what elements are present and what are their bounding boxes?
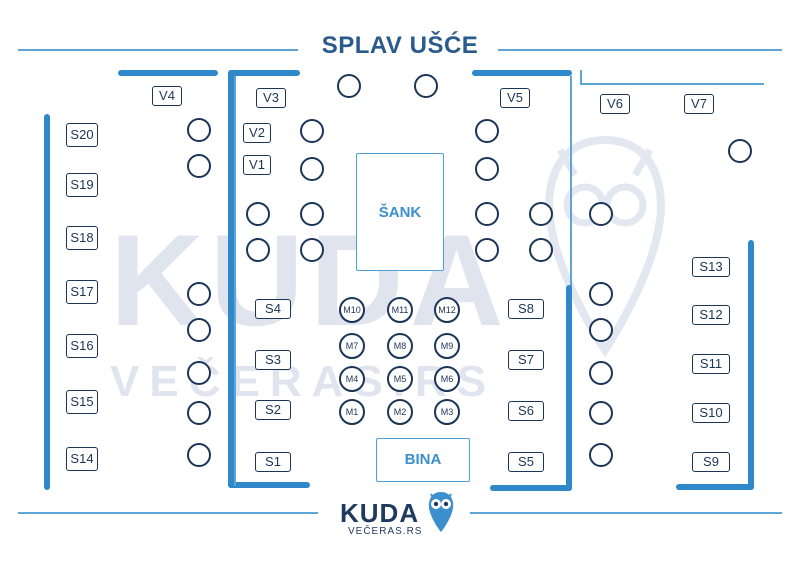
- wall-right-top-line: [580, 83, 764, 85]
- table-m10[interactable]: M10: [339, 297, 365, 323]
- round-table[interactable]: [300, 238, 324, 262]
- stage-area: BINA: [376, 438, 470, 482]
- round-table[interactable]: [300, 119, 324, 143]
- round-table[interactable]: [187, 443, 211, 467]
- round-table[interactable]: [246, 238, 270, 262]
- watermark-site: VEČERAS.RS: [110, 357, 497, 406]
- table-s4[interactable]: S4: [255, 299, 291, 319]
- watermark-kuda: KUDA: [110, 207, 510, 353]
- footer-line-left: [18, 512, 318, 514]
- table-m12[interactable]: M12: [434, 297, 460, 323]
- table-s9[interactable]: S9: [692, 452, 730, 472]
- table-m6[interactable]: M6: [434, 366, 460, 392]
- wall-inner-left-vertical: [228, 70, 234, 488]
- wall-top-right: [472, 70, 572, 76]
- round-table[interactable]: [187, 318, 211, 342]
- table-s20[interactable]: S20: [66, 123, 98, 147]
- table-v4[interactable]: V4: [152, 86, 182, 106]
- table-s18[interactable]: S18: [66, 226, 98, 250]
- table-m11[interactable]: M11: [387, 297, 413, 323]
- round-table[interactable]: [246, 202, 270, 226]
- table-s11[interactable]: S11: [692, 354, 730, 374]
- round-table[interactable]: [728, 139, 752, 163]
- table-m9[interactable]: M9: [434, 333, 460, 359]
- round-table[interactable]: [589, 401, 613, 425]
- round-table[interactable]: [589, 318, 613, 342]
- table-v6[interactable]: V6: [600, 94, 630, 114]
- table-v7[interactable]: V7: [684, 94, 714, 114]
- round-table[interactable]: [589, 443, 613, 467]
- round-table[interactable]: [475, 202, 499, 226]
- table-m8[interactable]: M8: [387, 333, 413, 359]
- round-table[interactable]: [187, 361, 211, 385]
- wall-left-outer: [44, 114, 50, 490]
- round-table[interactable]: [589, 361, 613, 385]
- round-table[interactable]: [414, 74, 438, 98]
- table-v1[interactable]: V1: [243, 155, 271, 175]
- wall-inner-left-thin: [234, 76, 236, 486]
- table-v2[interactable]: V2: [243, 123, 271, 143]
- table-m5[interactable]: M5: [387, 366, 413, 392]
- table-s19[interactable]: S19: [66, 173, 98, 197]
- table-s1[interactable]: S1: [255, 452, 291, 472]
- table-s2[interactable]: S2: [255, 400, 291, 420]
- table-s7[interactable]: S7: [508, 350, 544, 370]
- table-s17[interactable]: S17: [66, 280, 98, 304]
- round-table[interactable]: [589, 282, 613, 306]
- table-v5[interactable]: V5: [500, 88, 530, 108]
- table-m1[interactable]: M1: [339, 399, 365, 425]
- wall-right-vertical: [566, 285, 572, 491]
- wall-inner-bottom-left: [228, 482, 310, 488]
- table-s10[interactable]: S10: [692, 403, 730, 423]
- wall-right-top-thin: [580, 70, 582, 84]
- table-v3[interactable]: V3: [256, 88, 286, 108]
- table-m4[interactable]: M4: [339, 366, 365, 392]
- table-s16[interactable]: S16: [66, 334, 98, 358]
- wall-inner-top: [228, 70, 300, 76]
- round-table[interactable]: [187, 401, 211, 425]
- table-m3[interactable]: M3: [434, 399, 460, 425]
- table-s14[interactable]: S14: [66, 447, 98, 471]
- table-s3[interactable]: S3: [255, 350, 291, 370]
- round-table[interactable]: [187, 154, 211, 178]
- wall-bottom-right-outer: [676, 484, 754, 490]
- page-title: SPLAV UŠĆE: [321, 32, 479, 59]
- round-table[interactable]: [529, 238, 553, 262]
- wall-top-left: [118, 70, 218, 76]
- round-table[interactable]: [300, 202, 324, 226]
- round-table[interactable]: [475, 238, 499, 262]
- round-table[interactable]: [187, 118, 211, 142]
- bar-area: ŠANK: [356, 153, 444, 271]
- wall-bottom-right-inner: [490, 485, 572, 491]
- wall-right-thin: [570, 76, 572, 296]
- wall-right-outer: [748, 240, 754, 490]
- header-line-left: [18, 49, 298, 51]
- table-m7[interactable]: M7: [339, 333, 365, 359]
- table-s12[interactable]: S12: [692, 305, 730, 325]
- round-table[interactable]: [337, 74, 361, 98]
- round-table[interactable]: [589, 202, 613, 226]
- table-s6[interactable]: S6: [508, 401, 544, 421]
- owl-pin-icon: [428, 492, 454, 532]
- brand-site: VEČERAS.RS: [348, 526, 423, 537]
- round-table[interactable]: [475, 157, 499, 181]
- brand-name: KUDA: [340, 498, 420, 528]
- footer-line-right: [470, 512, 782, 514]
- header-line-right: [498, 49, 782, 51]
- table-m2[interactable]: M2: [387, 399, 413, 425]
- round-table[interactable]: [187, 282, 211, 306]
- round-table[interactable]: [529, 202, 553, 226]
- table-s13[interactable]: S13: [692, 257, 730, 277]
- table-s8[interactable]: S8: [508, 299, 544, 319]
- table-s5[interactable]: S5: [508, 452, 544, 472]
- table-s15[interactable]: S15: [66, 390, 98, 414]
- round-table[interactable]: [300, 157, 324, 181]
- round-table[interactable]: [475, 119, 499, 143]
